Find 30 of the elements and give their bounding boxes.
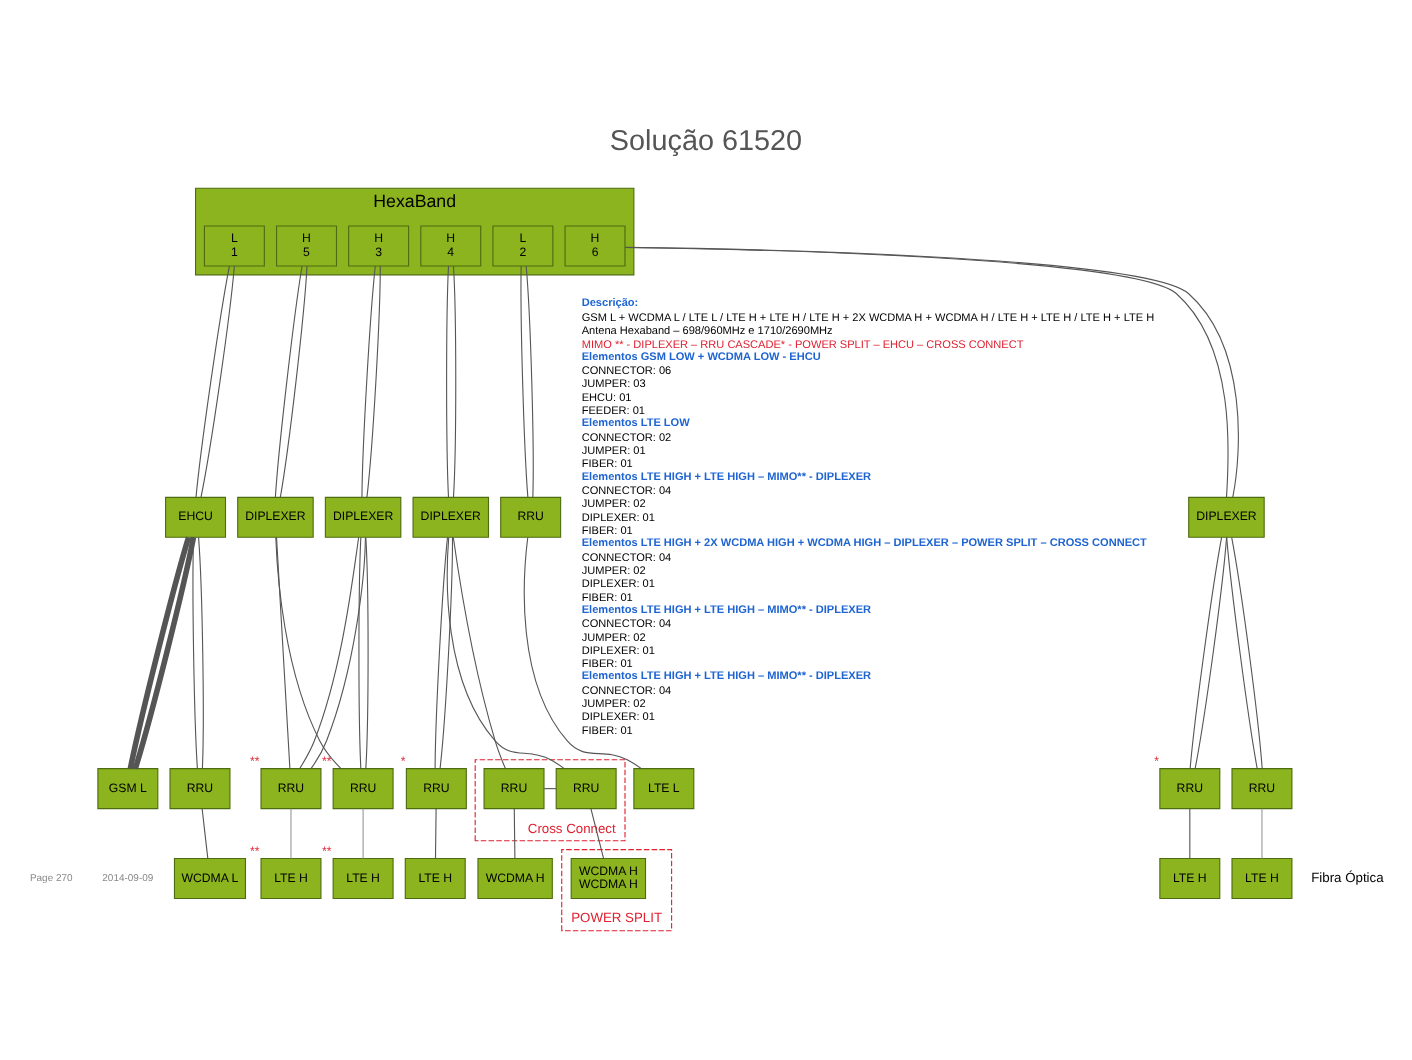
connector [543,787,557,789]
connector [1189,807,1191,858]
connector [279,264,308,497]
connector [525,264,534,497]
diagram-title: Solução 61520 [609,124,803,157]
connector [361,264,376,497]
connector [365,535,369,769]
connector [446,264,450,497]
connector [274,264,303,497]
connector [366,264,381,497]
connector [299,535,360,768]
connector [275,535,291,769]
connector [513,807,516,858]
connector [198,535,204,769]
connector [1261,807,1263,858]
connector [434,535,449,769]
connector [290,807,292,858]
connector [452,535,506,768]
connector [452,264,457,497]
connector [434,807,437,858]
connector [590,807,605,858]
connector [362,807,364,858]
connector [520,264,529,497]
connector [439,535,454,769]
connector [201,807,209,858]
connector [446,535,565,768]
connector [275,535,342,769]
connector [358,535,362,769]
connector [523,536,642,769]
connector [310,535,366,768]
